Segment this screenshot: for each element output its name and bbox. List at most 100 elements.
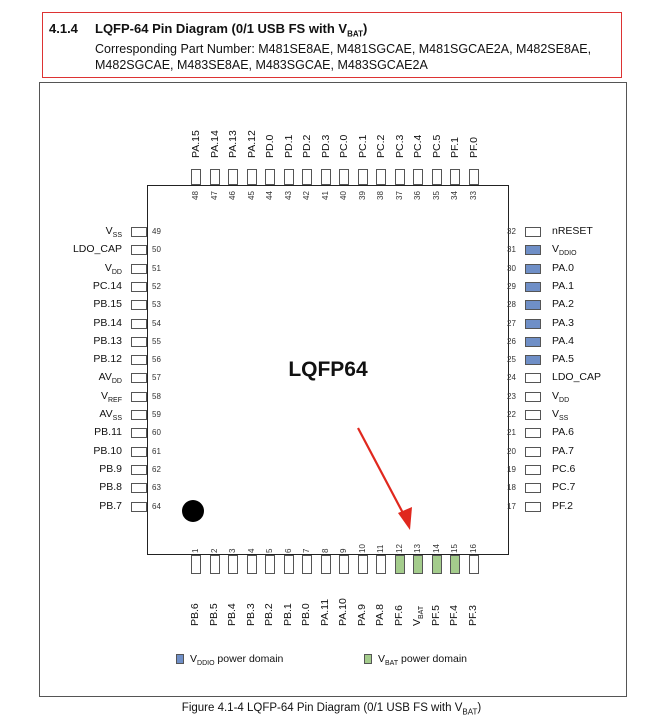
- right-pin-31-number: 31: [507, 245, 516, 255]
- bottom-pin-1-box: [191, 555, 201, 574]
- left-pin-62-label: PB.9: [99, 462, 122, 475]
- top-pin-36-box: [413, 169, 423, 185]
- bottom-pin-7-box: [302, 555, 312, 574]
- right-pin-17-number: 17: [507, 501, 516, 511]
- left-pin-56-number: 56: [152, 355, 161, 365]
- section-header: 4.1.4 LQFP-64 Pin Diagram (0/1 USB FS wi…: [42, 12, 622, 78]
- right-pin-24-box: [525, 373, 541, 384]
- top-pin-43-box: [283, 169, 294, 185]
- right-pin-32-number: 32: [507, 227, 516, 236]
- legend-vddio-swatch: [176, 654, 184, 664]
- top-pin-46-box: [228, 169, 238, 185]
- left-pin-55-box: [131, 336, 147, 347]
- right-pin-23-box: [525, 391, 541, 402]
- legend-vbat-swatch: [364, 654, 372, 664]
- left-pin-52-label: PC.14: [92, 279, 122, 292]
- left-pin-51-number: 51: [152, 263, 161, 273]
- bottom-pin-8-box: [320, 555, 331, 574]
- left-pin-49-number: 49: [152, 227, 161, 236]
- left-pin-54-number: 54: [152, 318, 161, 328]
- left-pin-54-box: [131, 318, 147, 329]
- left-pin-57-label: AVDD: [98, 371, 122, 386]
- left-pin-60-label: PB.11: [94, 426, 122, 439]
- left-pin-52-number: 52: [152, 281, 161, 291]
- left-pin-51-box: [131, 263, 147, 274]
- left-pin-53-number: 53: [152, 300, 161, 310]
- top-pin-44-box: [265, 169, 275, 185]
- left-pin-49-box: [131, 227, 147, 237]
- bottom-pin-4-box: [246, 555, 257, 574]
- right-pin-22-number: 22: [507, 410, 516, 419]
- bottom-pin-5-box: [265, 555, 275, 574]
- bottom-pin-6-box: [283, 555, 294, 574]
- left-pin-50-box: [131, 245, 147, 256]
- left-pin-57-box: [131, 373, 147, 384]
- right-pin-20-box: [525, 446, 541, 457]
- left-pin-55-number: 55: [152, 336, 161, 346]
- top-pin-35-box: [431, 169, 442, 185]
- legend-vbat-label: VBAT power domain: [378, 653, 467, 668]
- left-pin-53-box: [131, 300, 147, 311]
- left-pin-63-label: PB.8: [99, 481, 122, 494]
- left-pin-59-number: 59: [152, 410, 161, 419]
- right-pin-27-label: PA.3: [552, 316, 574, 329]
- right-pin-26-number: 26: [507, 336, 516, 346]
- bottom-pin-9-box: [339, 555, 349, 574]
- right-pin-28-label: PA.2: [552, 298, 574, 311]
- left-pin-51-label: VDD: [104, 261, 122, 276]
- right-pin-20-label: PA.7: [552, 444, 574, 457]
- left-pin-62-number: 62: [152, 464, 161, 474]
- bottom-pin-14-box: [431, 555, 442, 574]
- right-pin-31-box: [525, 245, 541, 256]
- top-pin-34-box: [450, 169, 460, 185]
- right-pin-21-box: [525, 428, 541, 439]
- left-pin-64-label: PB.7: [99, 499, 122, 512]
- left-pin-64-number: 64: [152, 501, 161, 511]
- right-pin-29-label: PA.1: [552, 279, 574, 292]
- right-pin-27-number: 27: [507, 318, 516, 328]
- right-pin-28-box: [525, 300, 541, 311]
- right-pin-23-label: VDD: [552, 389, 570, 404]
- right-pin-32-box: [525, 227, 541, 237]
- bottom-pin-12-box: [394, 555, 405, 574]
- right-pin-19-box: [525, 464, 541, 475]
- left-pin-55-label: PB.13: [93, 334, 122, 347]
- bottom-pin-16-box: [468, 555, 479, 574]
- right-pin-26-label: PA.4: [552, 334, 574, 347]
- right-pin-20-number: 20: [507, 446, 516, 456]
- left-pin-59-label: AVSS: [99, 408, 122, 423]
- part-numbers: Corresponding Part Number: M481SE8AE, M4…: [95, 42, 592, 72]
- right-pin-22-label: VSS: [552, 408, 569, 423]
- left-pin-61-label: PB.10: [93, 444, 122, 457]
- right-pin-31-label: VDDIO: [552, 243, 577, 258]
- right-pin-25-box: [525, 355, 541, 366]
- top-pin-37-box: [394, 169, 405, 185]
- left-pin-57-number: 57: [152, 373, 161, 383]
- top-pin-48-box: [191, 169, 201, 185]
- left-pin-56-box: [131, 355, 147, 366]
- right-pin-22-box: [525, 410, 541, 420]
- right-pin-28-number: 28: [507, 300, 516, 310]
- pin1-marker: [182, 500, 204, 522]
- section-number: 4.1.4: [49, 21, 78, 36]
- right-pin-30-label: PA.0: [552, 261, 574, 274]
- top-pin-39-box: [357, 169, 368, 185]
- left-pin-56-label: PB.12: [93, 353, 122, 366]
- left-pin-54-label: PB.14: [93, 316, 122, 329]
- right-pin-24-label: LDO_CAP: [552, 371, 602, 384]
- left-pin-59-box: [131, 410, 147, 420]
- section-title: LQFP-64 Pin Diagram (0/1 USB FS with VBA…: [95, 21, 368, 39]
- left-pin-58-box: [131, 391, 147, 402]
- bottom-pin-10-box: [357, 555, 368, 574]
- top-pin-47-box: [209, 169, 220, 185]
- right-pin-19-number: 19: [507, 464, 516, 474]
- left-pin-60-box: [131, 428, 147, 439]
- left-pin-53-label: PB.15: [93, 298, 122, 311]
- left-pin-50-number: 50: [152, 245, 161, 255]
- chip-label: LQFP64: [288, 358, 368, 381]
- top-pin-33-box: [468, 169, 479, 185]
- right-pin-27-box: [525, 318, 541, 329]
- right-pin-23-number: 23: [507, 391, 516, 401]
- top-pin-40-box: [339, 169, 349, 185]
